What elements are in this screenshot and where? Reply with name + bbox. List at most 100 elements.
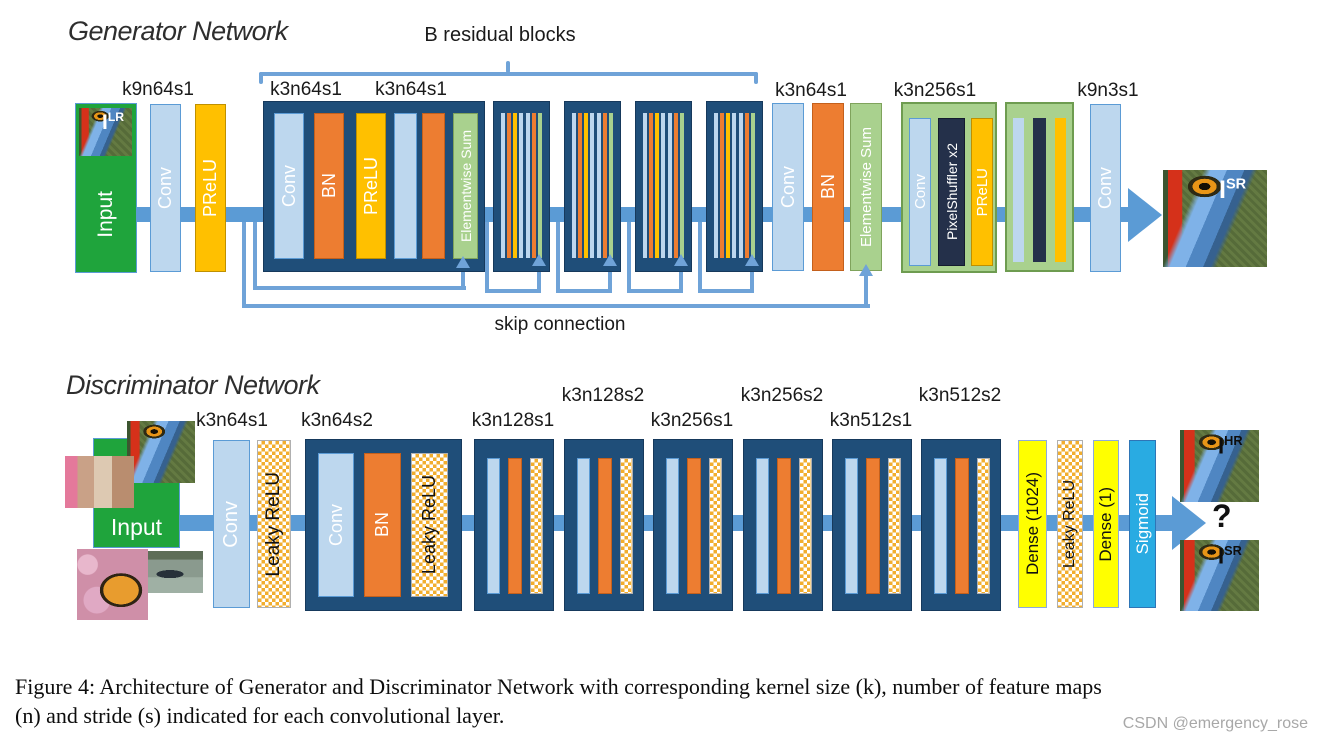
generator-input-label: Input [94,190,117,238]
input-photo-boat [143,551,203,593]
compact-leakyrelu-bar [977,458,990,594]
skip-connection-label: skip connection [494,314,626,335]
discriminator-input-label: Input [110,514,163,540]
gen-final-conv-layer: Conv [1090,104,1121,272]
gen-residual-block-mini-1 [493,101,550,272]
skip-mini1-right [537,266,541,293]
b-residual-bracket-tick [506,61,510,73]
disc-label-k3n64s2: k3n64s2 [301,410,373,431]
gen-label-k3n64s1-a: k3n64s1 [270,79,342,100]
gen-label-k9n3s1: k9n3s1 [1077,80,1139,101]
compact-leakyrelu-bar [709,458,722,594]
b-residual-blocks-label: B residual blocks [424,24,576,46]
resblock-conv1-layer: Conv [274,113,304,259]
disc-conv-block-detailed: Conv BN Leaky ReLU [305,439,462,611]
lr-image-label: ILR [102,110,125,134]
sr-output-image: ISR [1163,170,1267,267]
skip-mini3-left [627,222,631,293]
disc-sigmoid-layer: Sigmoid [1129,440,1156,608]
gen-post-elementwise-sum-layer: Elementwise Sum [850,103,882,271]
compact-bn-bar [866,458,880,594]
gen-residual-block-mini-2 [564,101,621,272]
disc-label-k3n64s1: k3n64s1 [196,410,268,431]
mini-residual-stripes [643,113,684,258]
disc-conv-block-k3n512s2 [921,439,1001,611]
lr-input-image [79,108,132,156]
disc-conv-block-k3n256s2 [743,439,823,611]
compact-conv-bar [666,458,679,594]
gen-post-bn-layer: BN [812,103,844,271]
disc-label-k3n256s1: k3n256s1 [650,410,734,431]
compact-leakyrelu-bar [620,458,633,594]
skip-mini4-bottom [698,289,754,293]
disc-conv-block-k3n256s1 [653,439,733,611]
resblock-bn1-layer: BN [314,113,344,259]
disc-label-k3n128s2: k3n128s2 [561,385,645,406]
skip-mini2-left [556,222,560,293]
b-residual-bracket-right-hook [754,72,758,84]
disc-leakyrelu1-layer: Leaky ReLU [257,440,291,608]
generator-output-arrow [1128,188,1162,242]
skip-mini1-left [485,222,489,293]
disc-label-k3n512s1: k3n512s1 [829,410,913,431]
real-or-fake-question: ? [1212,498,1232,534]
sr-compare-image: ISR [1180,540,1259,611]
disc-conv-block-k3n512s1 [832,439,912,611]
disc-conv1-layer: Conv [213,440,250,608]
resblock-conv2-layer [394,113,417,259]
upsample-pixelshuffler-layer: PixelShuffler x2 [938,118,965,266]
disc-block-bn-layer: BN [364,453,401,597]
generator-input-block: ILR Input [75,103,137,273]
input-photo-butterfly [77,549,148,620]
skip-long-arrow [859,264,873,276]
skip-bigblock-arrow [456,256,470,268]
compact-bn-bar [777,458,791,594]
compact-conv-bar [756,458,769,594]
disc-conv-block-k3n128s1 [474,439,554,611]
disc-label-k3n256s2: k3n256s2 [740,385,824,406]
mini-residual-stripes [501,113,542,258]
compact-leakyrelu-bar [888,458,901,594]
b-residual-bracket-left-hook [259,72,263,84]
disc-label-k3n128s1: k3n128s1 [471,410,555,431]
compact-conv-bar [845,458,858,594]
mini-upsample-stripes [1013,118,1066,262]
skip-mini3-arrow [674,254,688,266]
input-photo-baboon [127,421,195,483]
skip-long-bottom [242,304,870,308]
compact-conv-bar [934,458,947,594]
sr-compare-label: ISR [1218,543,1242,569]
skip-mini4-arrow [745,254,759,266]
mini-residual-stripes [714,113,755,258]
input-photo-woman [65,456,134,508]
gen-label-k3n64s1-b: k3n64s1 [375,79,447,100]
hr-reference-image: IHR [1180,430,1259,502]
figure-caption-line1: Figure 4: Architecture of Generator and … [15,674,1102,699]
skip-long-right [864,276,868,308]
gen-post-conv-layer: Conv [772,103,804,271]
gen-residual-block-detailed: Conv BN PReLU Elementwise Sum [263,101,485,272]
resblock-prelu-layer: PReLU [356,113,386,259]
compact-conv-bar [487,458,500,594]
skip-mini2-right [608,266,612,293]
sr-image-label: ISR [1219,176,1247,204]
upsample-prelu-layer: PReLU [971,118,993,266]
compact-bn-bar [598,458,612,594]
gen-residual-block-mini-3 [635,101,692,272]
hr-image-label: IHR [1218,433,1243,459]
discriminator-title: Discriminator Network [66,370,320,400]
skip-mini2-arrow [603,254,617,266]
compact-bn-bar [955,458,969,594]
figure-caption-line2: (n) and stride (s) indicated for each co… [15,703,505,728]
gen-residual-block-mini-4 [706,101,763,272]
skip-mini4-right [750,266,754,293]
disc-block-conv-layer: Conv [318,453,354,597]
resblock-elementwise-sum-layer: Elementwise Sum [453,113,478,259]
watermark: CSDN @emergency_rose [1122,715,1308,732]
disc-label-k3n512s2: k3n512s2 [918,385,1002,406]
skip-bigblock-left [253,222,257,290]
compact-bn-bar [687,458,701,594]
skip-mini2-bottom [556,289,612,293]
gen-upsample-block-2 [1005,102,1074,272]
